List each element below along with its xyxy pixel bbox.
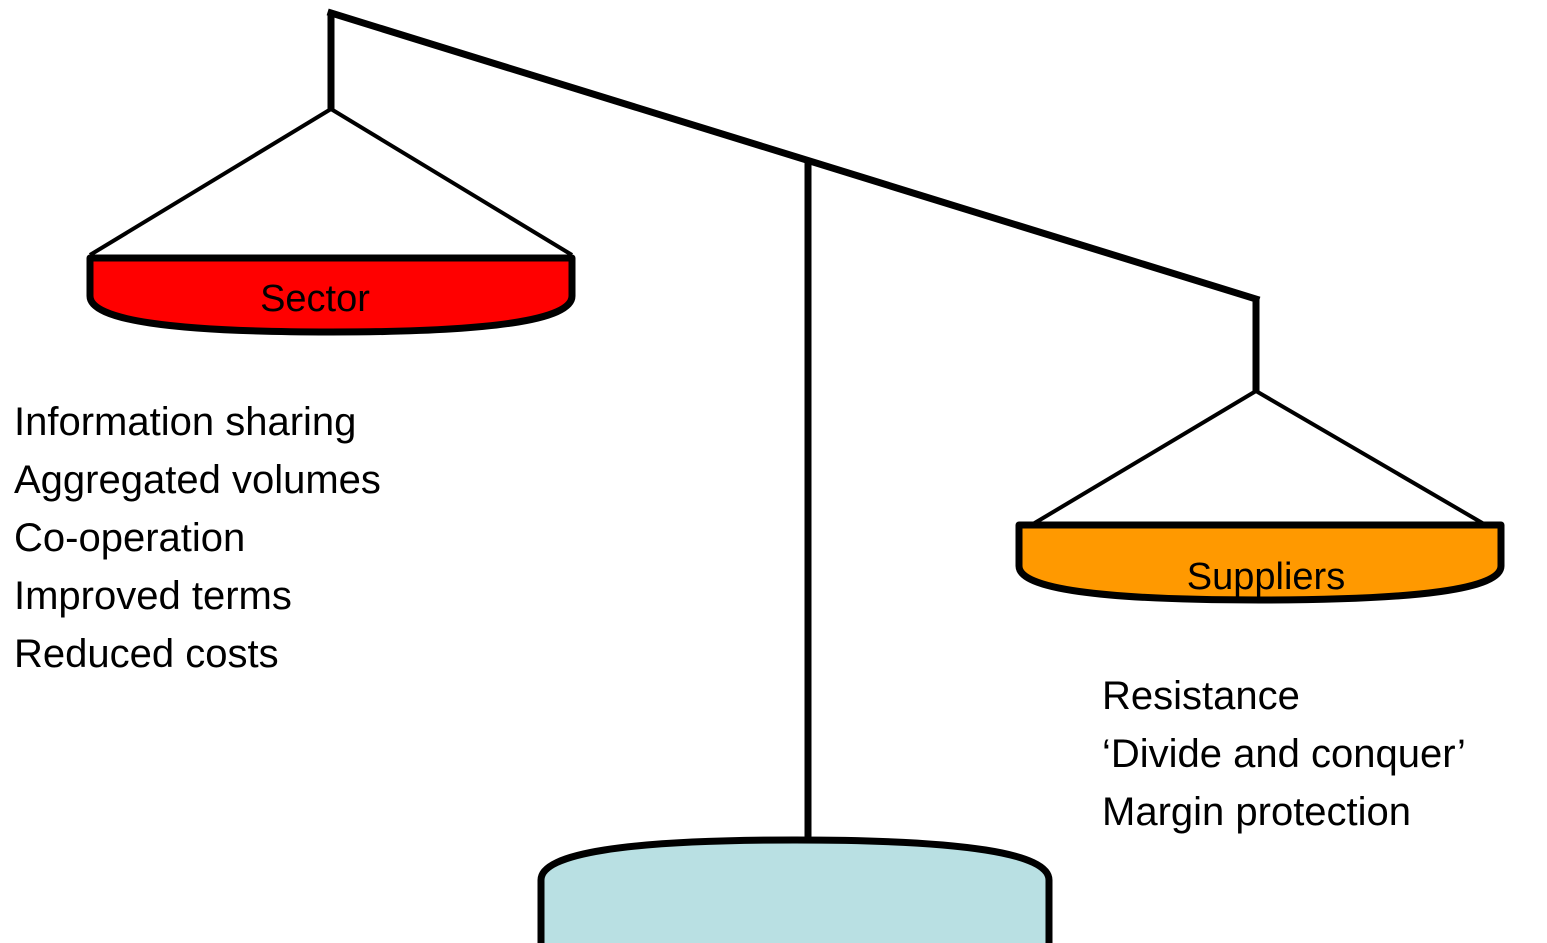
sector-point: Aggregated volumes <box>14 458 381 502</box>
sector-point: Reduced costs <box>14 632 279 676</box>
supplier-points-list: Resistance ‘Divide and conquer’ Margin pro… <box>1102 667 1466 841</box>
left-hanger-string-left <box>88 107 333 257</box>
sector-point: Improved terms <box>14 574 292 618</box>
right-hanger-string-right <box>1254 389 1486 526</box>
supplier-point: Margin protection <box>1102 790 1412 834</box>
left-pan <box>86 254 576 336</box>
right-pan <box>1015 521 1505 604</box>
sector-point: Co-operation <box>14 516 246 560</box>
left-pan-label: Sector <box>260 278 370 320</box>
balance-beam <box>326 8 1261 304</box>
sector-point: Information sharing <box>14 400 357 444</box>
supplier-point: ‘Divide and conquer’ <box>1102 732 1466 776</box>
scale-base <box>537 836 1053 943</box>
left-hanger-string-right <box>329 107 574 257</box>
right-hanger-string-left <box>1031 389 1258 526</box>
right-pan-label: Suppliers <box>1187 556 1345 598</box>
supplier-point: Resistance <box>1102 674 1300 718</box>
